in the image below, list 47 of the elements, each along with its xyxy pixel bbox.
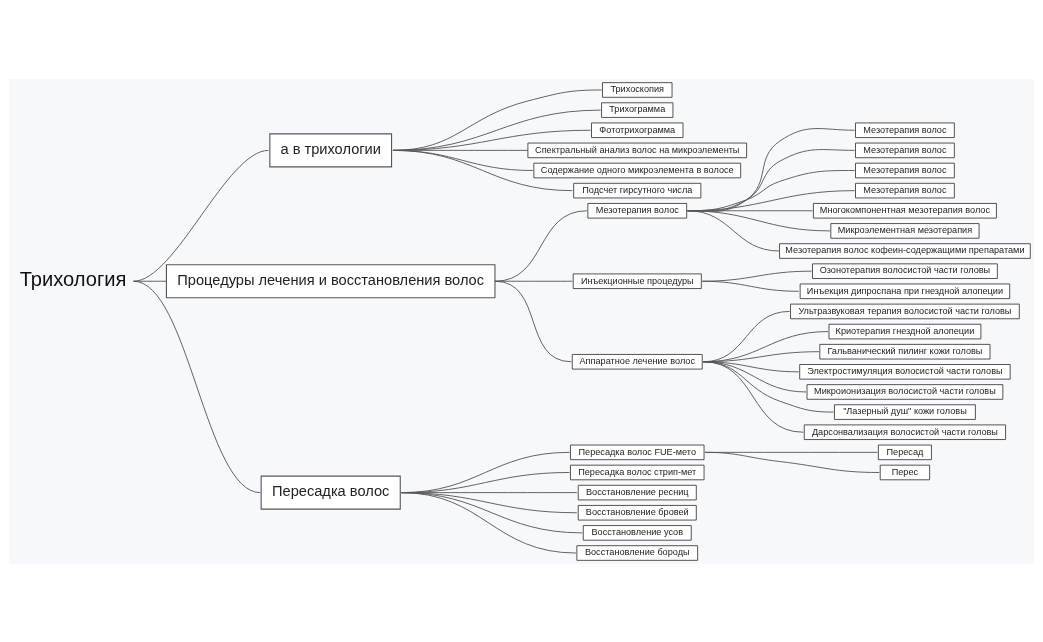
node-box: Мезотерапия волос	[855, 121, 955, 138]
node-box: "Лазерный душ" кожи головы	[834, 403, 976, 420]
connector	[392, 149, 573, 191]
connector	[133, 149, 269, 282]
node-box: Мезотерапия волос	[855, 162, 955, 178]
node-text: Трихология	[19, 267, 127, 290]
node-box: Трихограмма	[601, 101, 674, 118]
node-box: Процедуры лечения и восстановления волос	[165, 263, 496, 298]
connector	[494, 209, 588, 282]
node-box: Восстановление бороды	[576, 544, 699, 561]
node-box: Спектральный анализ волос на микроэлементы	[527, 142, 748, 158]
connector	[400, 491, 577, 553]
node-box: Фототрихограмма	[591, 121, 684, 138]
node-box: Гальванический пилинг кожи головы	[819, 343, 991, 359]
node-box: Мезотерапия волос	[587, 202, 688, 219]
connector	[701, 280, 800, 292]
node-box: Трихоскопия	[602, 81, 673, 98]
connector	[133, 280, 261, 493]
node-box: Криотерапия гнездной алопеции	[828, 323, 982, 339]
connector	[687, 209, 780, 251]
node-box: а в трихологии	[269, 132, 393, 167]
node-box: Содержание одного микроэлемента в волосе	[533, 162, 742, 178]
node-box: Мезотерапия волос	[855, 142, 955, 158]
node-box: Многокомпонентная мезотерапия волос	[812, 202, 997, 219]
connector	[702, 360, 804, 433]
node-box: Пересадка волос	[260, 475, 401, 510]
node-box: Восстановление усов	[582, 524, 692, 541]
node-box: Подсчет гирсутного числа	[573, 182, 702, 198]
node-box: Перес	[879, 464, 931, 480]
node-box: Пересадка волос FUE-мето	[570, 444, 705, 460]
node-box: Пересадка волос стрип-мет	[570, 464, 705, 480]
node-box: Инъекционные процедуры	[572, 272, 702, 289]
node-box: Микроионизация волосистой части головы	[806, 383, 1004, 400]
node-box: Инъекция дипроспана при гнездной алопеции	[799, 283, 1011, 299]
connector	[494, 280, 572, 362]
node-box: Дарсонвализация волосистой части головы	[803, 423, 1007, 440]
node-box: Мезотерапия волос	[855, 182, 955, 198]
node-box: Восстановление ресниц	[577, 484, 697, 500]
node-box: Восстановление бровей	[577, 504, 697, 521]
node-box: Аппаратное лечение волос	[571, 353, 703, 370]
node-box: Озонотерапия волосистой части головы	[812, 262, 998, 279]
node-box: Ультразвуковая терапия волосистой части головы	[790, 303, 1020, 319]
connector	[704, 451, 880, 473]
node-box: Пересад	[877, 444, 932, 460]
node-box: Микроэлементная мезотерапия	[830, 222, 980, 239]
node-box: Мезотерапия волос кофеин-содержащими препаратами	[779, 242, 1031, 259]
node-box: Электростимуляция волосистой части головы	[799, 363, 1011, 380]
